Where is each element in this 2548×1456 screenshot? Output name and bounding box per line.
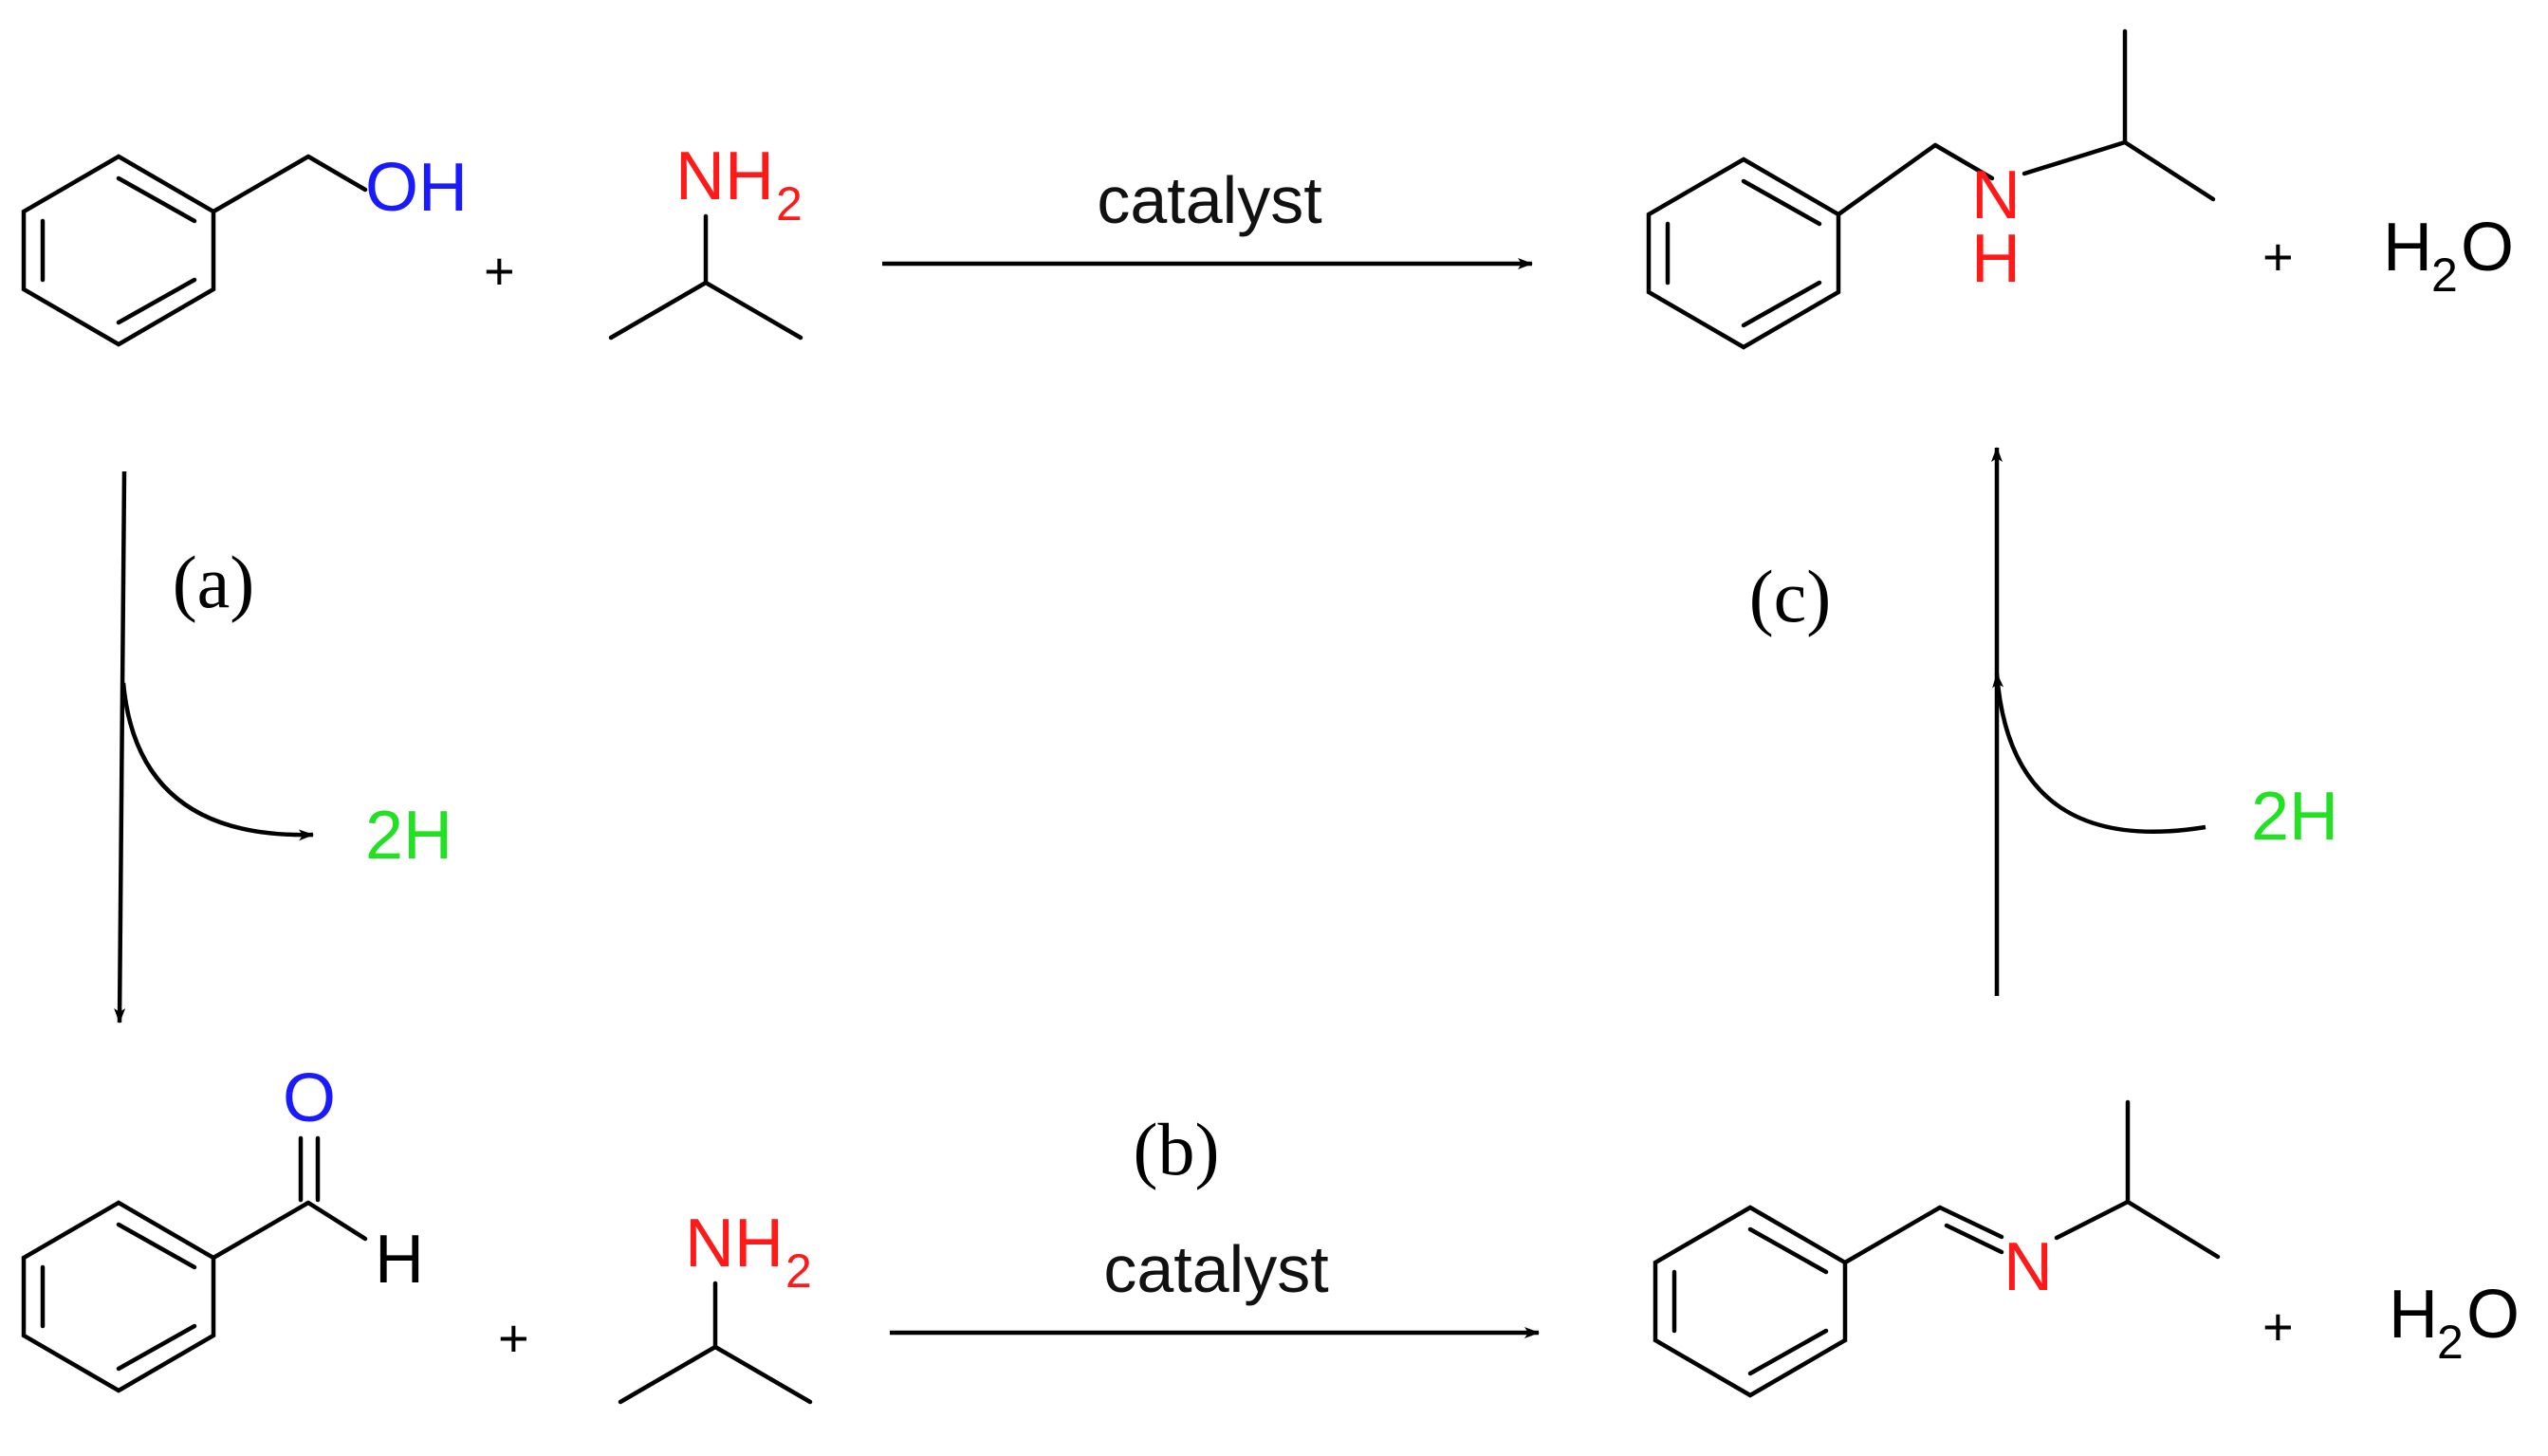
benzyl-alcohol: OH [21,150,468,347]
imine-product: N [1653,1099,2221,1398]
carbonyl-o-label: O [283,1060,336,1136]
benzene-ring [21,1200,216,1393]
step-c-arrow [1991,447,2206,996]
step-a-arrow [114,470,314,1023]
catalyst-label-bottom: catalyst [1103,1232,1328,1306]
water-h: H [2383,210,2432,286]
amine-n-label: N [1971,157,2021,233]
water-subscript: 2 [2437,1316,2464,1369]
water-subscript: 2 [2431,249,2458,302]
isopropylamine-bottom: NH 2 [618,1206,813,1405]
benzene-ring [1646,157,1841,350]
plus-sign-3: + [498,1308,529,1368]
hydroxyl-label: OH [365,150,468,226]
amine-h-label: H [1971,221,2021,297]
step-a-label: (a) [173,541,255,623]
amine-n-label: NH [675,138,774,214]
step-b-label: (b) [1134,1108,1220,1190]
water-o: O [2466,1277,2520,1353]
water-o: O [2461,210,2514,286]
catalyst-label-top: catalyst [1097,163,1321,237]
secondary-amine-product: N H [1646,28,2216,350]
amine-subscript: 2 [785,1244,812,1298]
benzaldehyde: O H [21,1060,424,1393]
amine-n-label: NH [685,1206,784,1281]
isopropylamine-top: NH 2 [608,138,803,341]
plus-sign-2: + [2262,227,2294,286]
plus-sign-1: + [484,241,515,301]
plus-sign-4: + [2262,1297,2294,1356]
aldehyde-h-label: H [375,1222,424,1298]
water-h: H [2389,1277,2438,1353]
water-bottom: H 2 O [2389,1277,2520,1369]
benzene-ring [21,154,216,347]
step-c-label: (c) [1749,555,1832,637]
imine-n-label: N [2003,1229,2053,1305]
water-top: H 2 O [2383,210,2514,302]
benzene-ring [1653,1205,1848,1398]
hydrogen-consumed-label: 2H [2251,779,2338,855]
hydrogen-released-label: 2H [365,798,452,874]
amine-subscript: 2 [776,177,803,230]
